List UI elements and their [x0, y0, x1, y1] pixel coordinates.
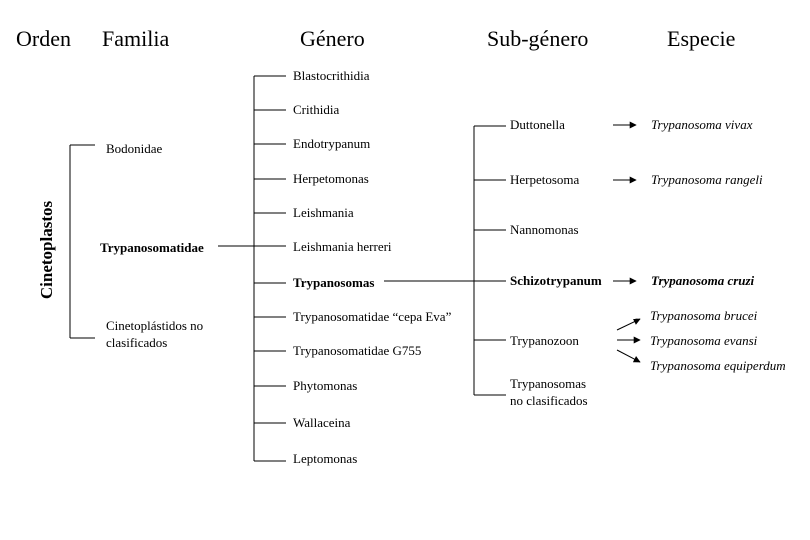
genero-item: Trypanosomatidae G755	[293, 343, 422, 358]
familia-bodonidae: Bodonidae	[106, 141, 163, 156]
genero-item: Wallaceina	[293, 415, 351, 430]
header-subgenero: Sub-género	[487, 26, 589, 51]
species-arrows	[613, 121, 641, 363]
familia-no-clasificados-line2: clasificados	[106, 335, 168, 350]
genero-item: Trypanosomatidae “cepa Eva”	[293, 309, 452, 324]
especie-rangeli: Trypanosoma rangeli	[651, 172, 763, 187]
especie-vivax: Trypanosoma vivax	[651, 117, 753, 132]
especie-brucei: Trypanosoma brucei	[650, 308, 758, 323]
subgenero-duttonella: Duttonella	[510, 117, 565, 132]
genero-item: Leishmania	[293, 205, 354, 220]
arrow-brucei	[616, 318, 641, 331]
genero-item: Phytomonas	[293, 378, 358, 393]
subgenero-bracket	[473, 125, 506, 396]
arrow-equiperdum	[616, 349, 641, 363]
subgenero-no-clasificados-line1: Trypanosomas	[510, 376, 587, 391]
subgenero-nannomonas: Nannomonas	[510, 222, 579, 237]
familia-no-clasificados-line1: Cinetoplástidos no	[106, 318, 204, 333]
familia-bracket	[69, 144, 95, 339]
genero-item: Blastocrithidia	[293, 68, 370, 83]
header-orden: Orden	[16, 26, 71, 51]
subgenero-trypanozoon: Trypanozoon	[510, 333, 579, 348]
header-genero: Género	[300, 26, 365, 51]
subgenero-herpetosoma: Herpetosoma	[510, 172, 580, 187]
especie-cruzi: Trypanosoma cruzi	[651, 273, 755, 288]
genero-item: Herpetomonas	[293, 171, 369, 186]
genero-item: Leishmania herreri	[293, 239, 392, 254]
especie-equiperdum: Trypanosoma equiperdum	[650, 358, 786, 373]
genero-item-trypanosomas: Trypanosomas	[293, 275, 375, 290]
subgenero-no-clasificados-line2: no clasificados	[510, 393, 588, 408]
header-especie: Especie	[667, 26, 736, 51]
especie-evansi: Trypanosoma evansi	[650, 333, 758, 348]
subgenero-schizotrypanum: Schizotrypanum	[510, 273, 602, 288]
genero-item: Leptomonas	[293, 451, 358, 466]
genero-item: Endotrypanum	[293, 136, 371, 151]
familia-trypanosomatidae: Trypanosomatidae	[100, 240, 204, 255]
header-familia: Familia	[102, 26, 170, 51]
genero-item: Crithidia	[293, 102, 340, 117]
genero-bracket	[253, 75, 286, 462]
orden-label: Cinetoplastos	[37, 200, 56, 300]
